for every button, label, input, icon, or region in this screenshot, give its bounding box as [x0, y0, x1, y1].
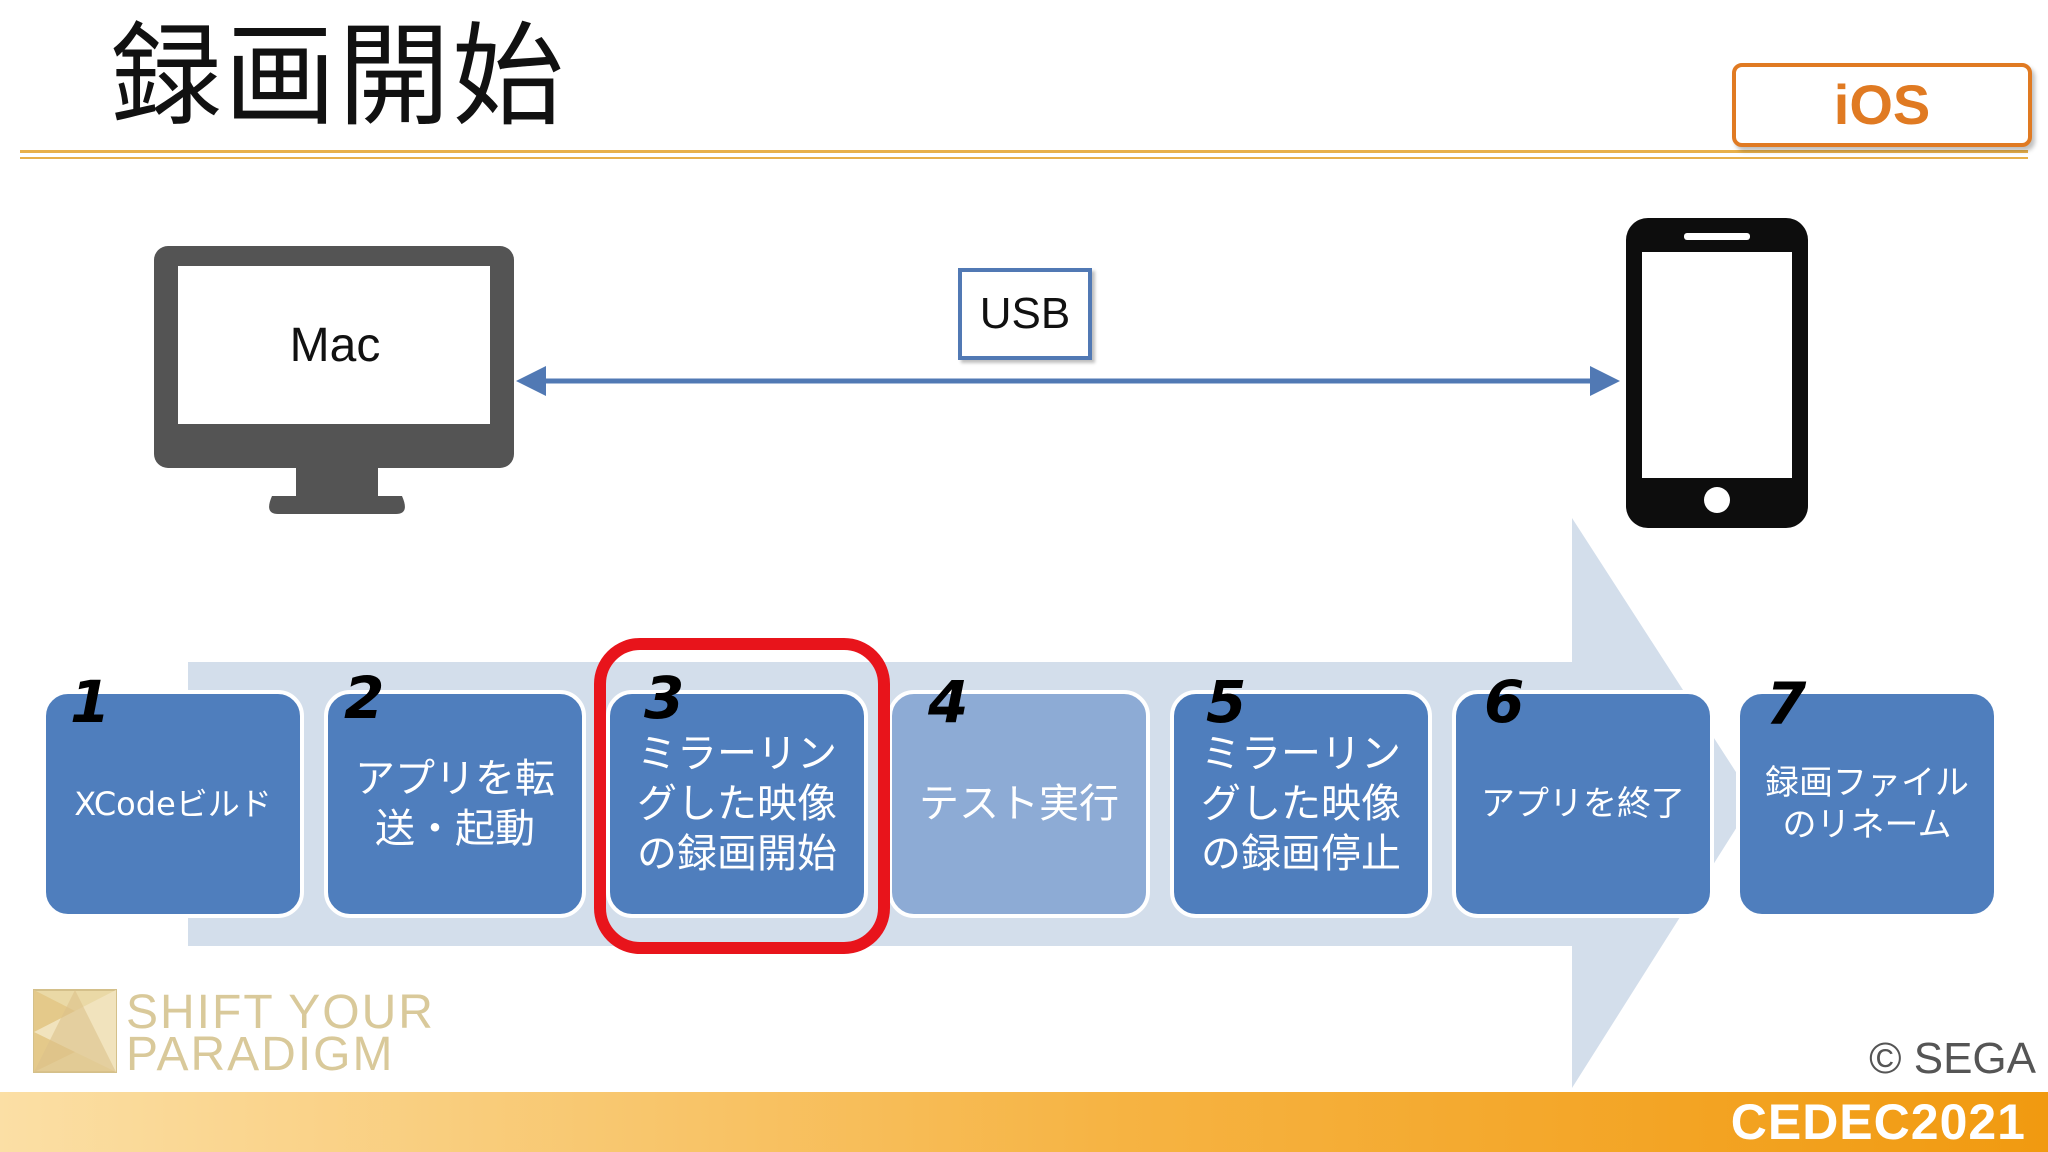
step-2-label: アプリを転 送・起動	[355, 756, 555, 852]
footer-bar	[0, 1092, 2048, 1152]
step-6-box: アプリを終了	[1452, 690, 1714, 918]
mac-label: Mac	[289, 319, 381, 372]
title-divider-secondary	[20, 157, 2028, 159]
step-3-number: 3	[644, 664, 685, 732]
step-7-label: 録画ファイル のリネーム	[1765, 763, 1969, 845]
phone-icon	[1626, 218, 1808, 528]
step-7-number: 7	[1766, 670, 1807, 738]
step-1-number: 1	[70, 668, 111, 736]
platform-badge: iOS	[1732, 63, 2032, 147]
monitor-icon	[154, 246, 514, 514]
step-5-number: 5	[1206, 668, 1247, 736]
step-1-box: XCodeビルド	[42, 690, 304, 918]
usb-connection-arrow	[516, 366, 1620, 396]
event-logo: CEDEC2021	[1730, 1094, 2026, 1150]
logo-text-line1: SHIFT YOUR	[126, 986, 435, 1039]
step-3-box: ミラーリン グした映像 の録画開始	[606, 690, 868, 918]
slide-title: 録画開始	[110, 12, 566, 142]
step-6-number: 6	[1484, 668, 1525, 736]
step-4-label: テスト実行	[919, 781, 1119, 827]
step-3-label: ミラーリン グした映像 の録画開始	[637, 731, 837, 877]
step-5-label: ミラーリン グした映像 の録画停止	[1201, 731, 1401, 877]
step-4-box: テスト実行	[888, 690, 1150, 918]
logo-emblem-icon	[33, 989, 117, 1073]
copyright: © SEGA	[1869, 1034, 2036, 1083]
step-5-box: ミラーリン グした映像 の録画停止	[1170, 690, 1432, 918]
step-4-number: 4	[928, 668, 969, 736]
title-divider	[20, 150, 2028, 153]
step-1-label: XCodeビルド	[74, 785, 272, 823]
usb-label: USB	[958, 268, 1092, 360]
logo-text-line2: PARADIGM	[126, 1028, 395, 1081]
step-2-number: 2	[344, 664, 385, 732]
current-step-highlight	[594, 638, 890, 954]
step-7-box: 録画ファイル のリネーム	[1736, 690, 1998, 918]
step-2-box: アプリを転 送・起動	[324, 690, 586, 918]
step-6-label: アプリを終了	[1481, 784, 1685, 824]
